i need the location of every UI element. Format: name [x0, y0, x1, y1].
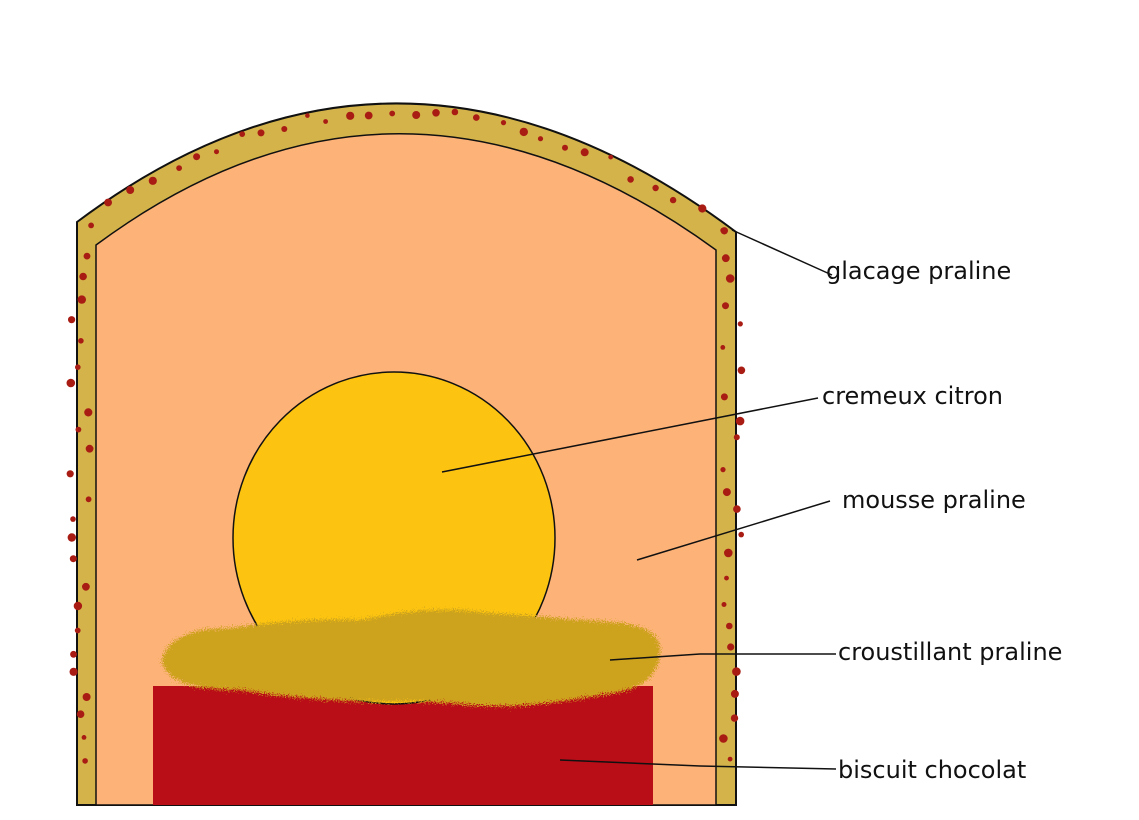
glaze-speckle: [727, 756, 733, 762]
glaze-speckle: [305, 113, 310, 118]
glaze-speckle: [719, 734, 728, 743]
glaze-speckle: [193, 153, 201, 161]
label-mousse-praline: mousse praline: [842, 486, 1026, 514]
glaze-speckle: [67, 533, 77, 542]
glaze-speckle: [323, 119, 328, 124]
glaze-speckle: [85, 496, 92, 503]
glaze-speckle: [652, 184, 659, 192]
glaze-speckle: [724, 548, 733, 558]
glaze-speckle: [82, 582, 90, 591]
glaze-speckle: [730, 714, 739, 722]
glaze-speckle: [75, 426, 82, 433]
glaze-speckles: [66, 108, 746, 764]
label-glacage-praline: glacage praline: [826, 257, 1011, 285]
cremeux-leader-line: [441, 397, 819, 473]
glaze-speckle: [500, 120, 507, 126]
glaze-speckle: [720, 345, 726, 350]
glaze-speckle: [721, 602, 727, 607]
glaze-speckle: [720, 393, 728, 401]
glaze-speckle: [104, 198, 112, 207]
croustillant-praline-layer: [162, 609, 660, 707]
glaze-speckle: [81, 735, 87, 740]
glaze-speckle: [78, 338, 84, 344]
glaze-speckle: [698, 204, 707, 213]
glaze-speckle: [257, 129, 265, 137]
glaze-speckle: [726, 622, 733, 630]
mousse-leader-line: [636, 500, 831, 561]
glaze-speckle: [148, 176, 157, 185]
croustillant-crumb-shape: [162, 609, 660, 707]
glaze-speckle: [85, 444, 94, 453]
label-croustillant-praline: croustillant praline: [838, 638, 1062, 666]
glaze-speckle: [84, 408, 93, 417]
glaze-speckle: [737, 366, 746, 375]
biscuit-leader-line: [559, 759, 837, 770]
glaze-speckle: [83, 252, 91, 260]
glaze-speckle: [473, 114, 480, 121]
glaze-speckle: [70, 516, 76, 522]
glaze-speckle: [720, 467, 726, 473]
glaze-speckle: [214, 149, 219, 155]
label-biscuit-chocolat: biscuit chocolat: [838, 756, 1026, 784]
glaze-speckle: [73, 601, 83, 611]
biscuit-chocolat-layer: [153, 686, 653, 805]
glaze-speckle: [720, 227, 728, 235]
glaze-speckle: [669, 196, 677, 204]
glaze-speckle: [725, 274, 735, 283]
glaze-speckle: [364, 111, 373, 120]
glaze-speckle: [727, 643, 735, 651]
glaze-speckle: [239, 131, 246, 138]
glaze-speckle: [722, 302, 729, 310]
glaze-speckle: [74, 627, 81, 634]
glaze-speckle: [724, 575, 729, 581]
glaze-speckle: [562, 144, 568, 151]
glaze-speckle: [66, 470, 74, 478]
label-cremeux-citron: cremeux citron: [822, 382, 1003, 410]
glaze-speckle: [126, 186, 135, 194]
glacage-leader-line: [731, 229, 833, 276]
glaze-speckle: [82, 758, 88, 764]
glaze-speckle: [722, 488, 731, 497]
glaze-speckle: [69, 555, 77, 563]
glaze-speckle: [432, 109, 440, 117]
glaze-speckle: [281, 126, 288, 132]
glaze-speckle: [77, 295, 87, 304]
glaze-speckle: [580, 148, 589, 157]
glaze-speckle: [738, 531, 744, 538]
glaze-speckle: [737, 321, 743, 327]
glaze-speckle: [69, 667, 78, 676]
glaze-speckle: [721, 254, 730, 263]
glaze-speckle: [76, 710, 85, 718]
glaze-speckle: [346, 111, 355, 120]
croustillant-leader-line: [609, 653, 836, 661]
glaze-speckle: [537, 136, 544, 142]
glaze-speckle: [70, 650, 77, 658]
glaze-speckle: [75, 364, 81, 371]
glaze-speckle: [68, 316, 76, 324]
glaze-speckle: [519, 127, 528, 137]
glaze-speckle: [627, 176, 634, 183]
glaze-speckle: [733, 434, 740, 441]
glaze-speckle: [176, 165, 183, 172]
glaze-speckle: [82, 693, 91, 701]
glaze-speckle: [608, 154, 614, 160]
glaze-speckle: [735, 416, 745, 426]
glaze-speckle: [732, 667, 741, 676]
glaze-speckle: [88, 222, 94, 229]
glaze-speckle: [66, 378, 76, 388]
glaze-speckle: [79, 272, 87, 281]
glaze-speckle: [412, 111, 421, 119]
glaze-speckle: [730, 689, 739, 698]
glaze-speckle: [451, 108, 459, 116]
glaze-speckle: [389, 110, 396, 117]
glaze-speckle: [733, 505, 741, 513]
